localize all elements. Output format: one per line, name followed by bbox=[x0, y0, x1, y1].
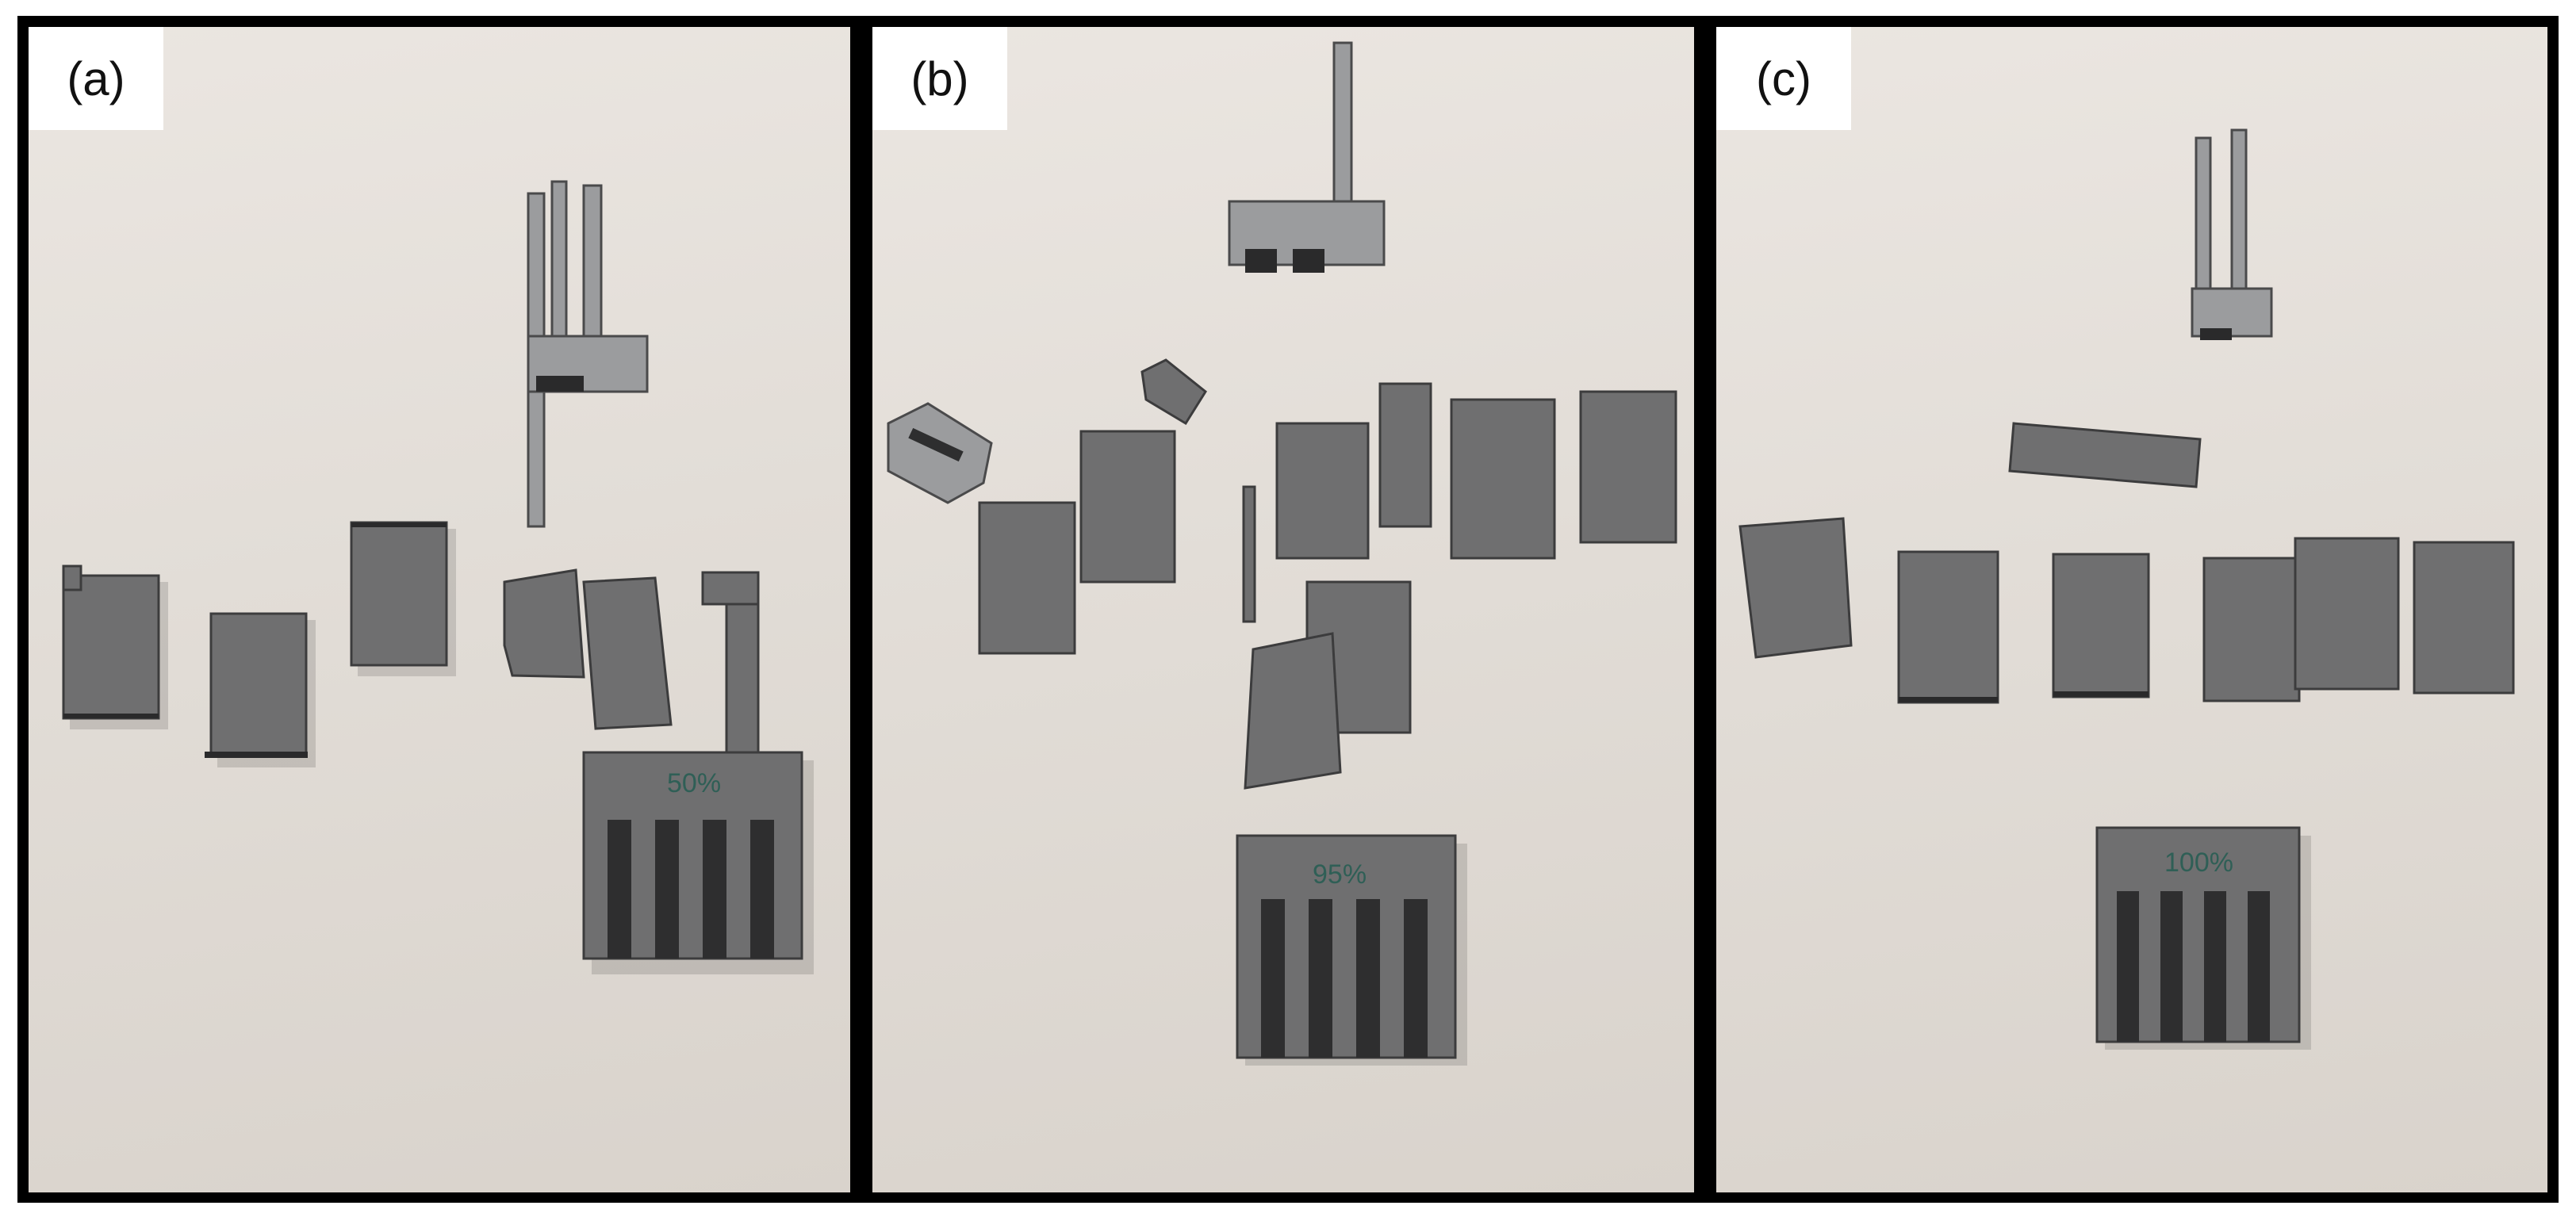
specimen-note: 100% bbox=[2164, 848, 2233, 878]
specimen-note: 95% bbox=[1313, 859, 1367, 890]
panel-label: (c) bbox=[1716, 27, 1851, 130]
plate-fragments bbox=[978, 382, 1677, 790]
panel-b: 95% (b) bbox=[872, 27, 1694, 1192]
post-fragment bbox=[1228, 41, 1386, 273]
block-fragment bbox=[887, 402, 993, 504]
comb-base: 100% bbox=[2095, 826, 2311, 1050]
panel-c-photo: 100% bbox=[1738, 128, 2515, 1050]
panel-c: 100% (c) bbox=[1716, 27, 2547, 1192]
fork-fragment bbox=[527, 180, 649, 528]
plate-fragments bbox=[1738, 517, 2515, 704]
panel-label: (a) bbox=[29, 27, 163, 130]
tab-fragment bbox=[1140, 358, 1207, 426]
specimen-note: 50% bbox=[667, 768, 721, 798]
fork-fragment bbox=[2191, 128, 2273, 340]
comb-base: 95% bbox=[1236, 834, 1467, 1066]
comb-base: 50% bbox=[582, 751, 814, 974]
plate-fragments bbox=[62, 521, 673, 767]
bar-fragment bbox=[2008, 422, 2202, 488]
panel-label: (b) bbox=[872, 27, 1007, 130]
panel-a: 50% (a) bbox=[29, 27, 850, 1192]
panel-a-photo: 50% bbox=[62, 180, 814, 974]
figure-frame: 50% (a) bbox=[17, 16, 2559, 1203]
panel-b-photo: 95% bbox=[887, 41, 1677, 1066]
